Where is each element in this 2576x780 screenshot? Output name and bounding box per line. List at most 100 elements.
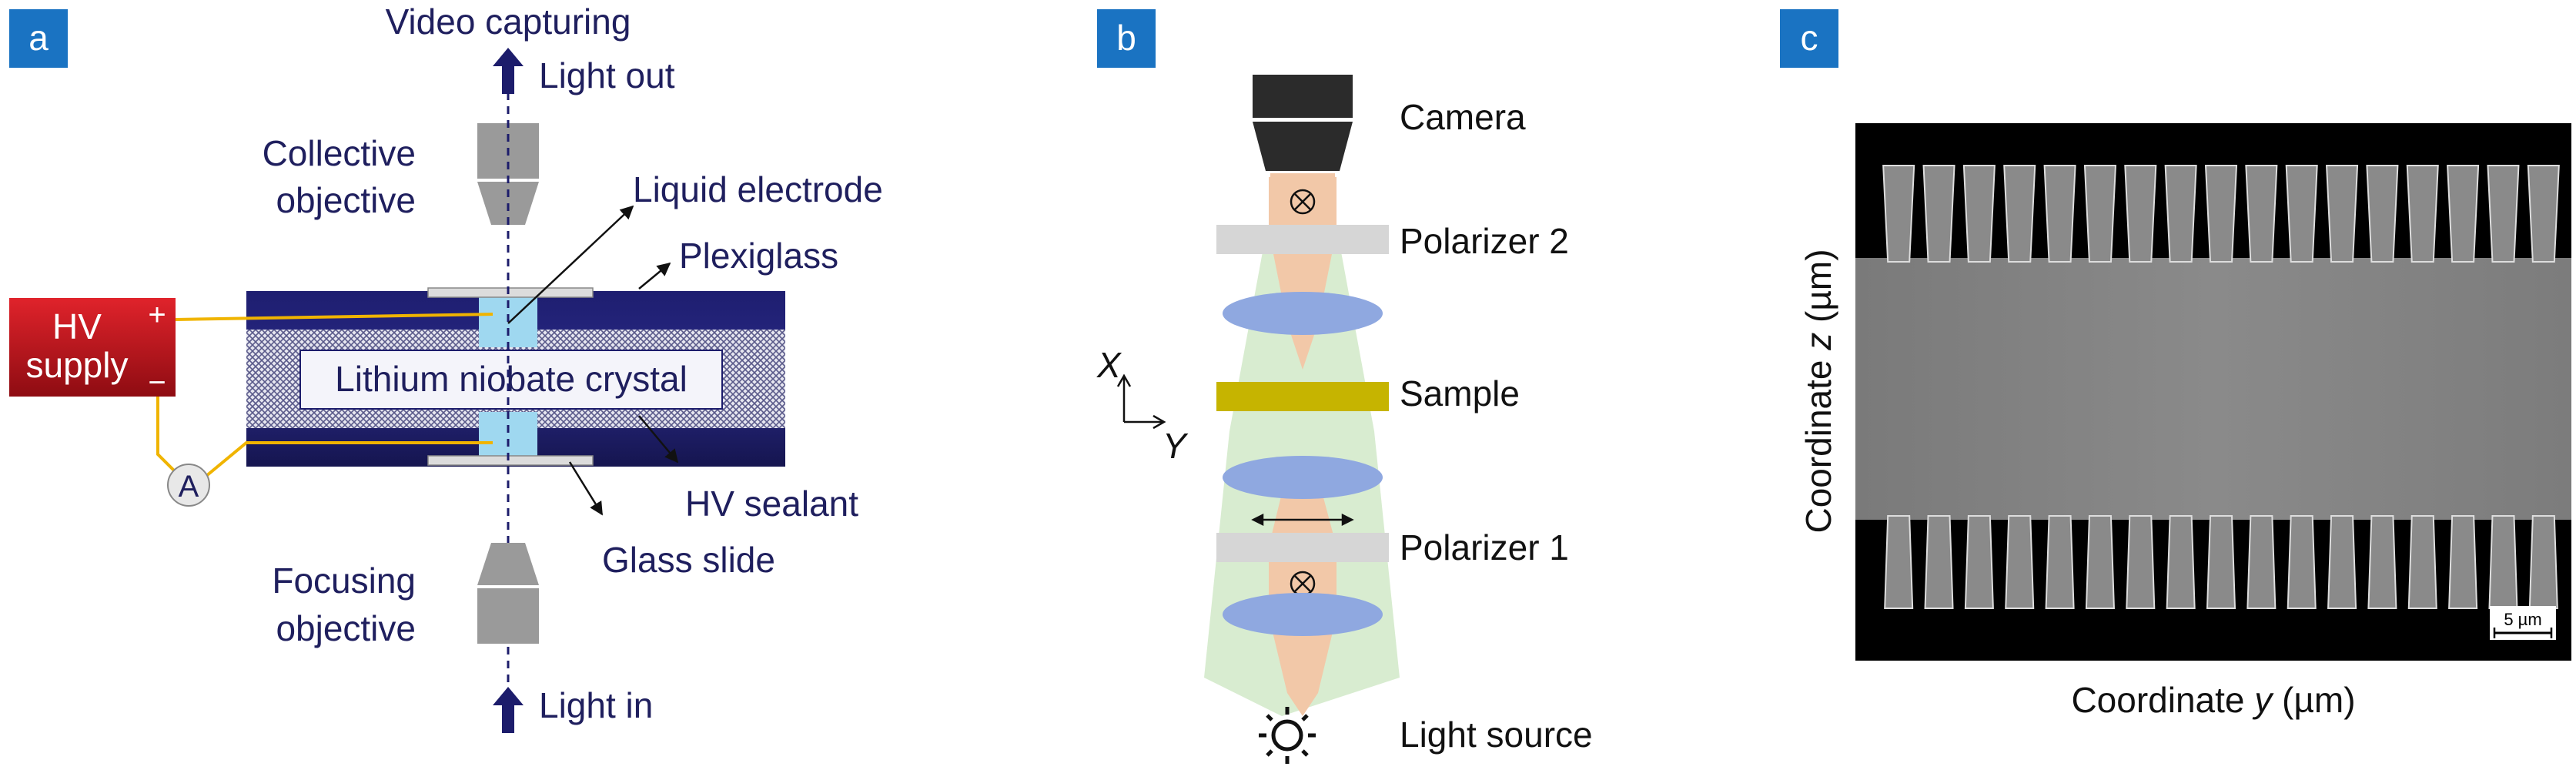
collective-objective-label-2: objective xyxy=(276,180,416,220)
panel-b-tag: b xyxy=(1116,18,1136,58)
domain-tooth-top xyxy=(2285,165,2318,263)
polarizer-2-label: Polarizer 2 xyxy=(1400,221,1569,261)
glass-slide-top xyxy=(427,287,594,298)
domain-teeth xyxy=(1882,165,2560,609)
light-out-arrow xyxy=(493,48,524,94)
video-capturing-label: Video capturing xyxy=(386,2,631,42)
domain-tooth-top xyxy=(2326,165,2359,263)
leader-lines xyxy=(507,205,679,516)
crystal-label: Lithium niobate crystal xyxy=(335,359,687,399)
camera-label: Camera xyxy=(1400,97,1526,137)
light-out-label: Light out xyxy=(539,55,675,95)
ammeter-label: A xyxy=(179,470,199,504)
polarizer-1-label: Polarizer 1 xyxy=(1400,527,1569,567)
sample xyxy=(1216,382,1389,411)
axis-y-label: Y xyxy=(1163,426,1189,466)
domain-tooth-bottom xyxy=(2126,515,2156,609)
hv-plus-sign: + xyxy=(148,298,166,332)
x-axis-label-var: y xyxy=(2252,680,2274,720)
domain-tooth-bottom xyxy=(2327,515,2357,609)
panel-b-tag-box xyxy=(1097,9,1156,68)
hv-supply-box xyxy=(9,298,176,397)
hv-sealant-label: HV sealant xyxy=(685,484,858,524)
domain-tooth-top xyxy=(2003,165,2036,263)
panel-c: c 5 µm Coordinate z (µm) Coordinate y (µ… xyxy=(1780,9,2571,720)
ammeter xyxy=(167,464,210,507)
domain-tooth-top xyxy=(2043,165,2076,263)
domain-tooth-top xyxy=(2083,165,2116,263)
domain-tooth-bottom xyxy=(2407,515,2437,609)
y-axis-label-unit: (µm) xyxy=(1798,249,1838,332)
hv-supply-label-2: supply xyxy=(26,345,129,385)
polarizer-2 xyxy=(1216,225,1389,254)
light-in-label: Light in xyxy=(539,685,653,725)
y-axis-label-var: z xyxy=(1798,333,1838,351)
y-axis-label: Coordinate z (µm) xyxy=(1798,249,1838,533)
domain-tooth-bottom xyxy=(2045,515,2075,609)
scale-bar-label: 5 µm xyxy=(2504,610,2541,629)
panel-a-tag: a xyxy=(28,18,49,58)
polarizer-1-axis-arrow xyxy=(1251,513,1354,527)
domain-tooth-bottom xyxy=(2287,515,2317,609)
light-source-icon xyxy=(1259,707,1316,764)
plexiglass-label: Plexiglass xyxy=(679,236,838,276)
lens-upper xyxy=(1223,292,1383,335)
domain-tooth-top xyxy=(2527,165,2560,263)
domain-tooth-bottom xyxy=(2085,515,2115,609)
polarization-into-page-icon-top xyxy=(1290,189,1316,215)
sample-label: Sample xyxy=(1400,373,1520,413)
domain-tooth-bottom xyxy=(1964,515,1994,609)
collective-objective-label-1: Collective xyxy=(263,133,416,173)
hv-supply-label-1: HV xyxy=(52,306,102,346)
panel-a-tag-box xyxy=(9,9,68,68)
panel-a: a Video capturing Light out Collective o… xyxy=(9,2,883,733)
domain-tooth-bottom xyxy=(2166,515,2196,609)
glass-slide-bottom xyxy=(427,455,594,466)
x-axis-label: Coordinate y (µm) xyxy=(2071,680,2355,720)
domain-tooth-bottom xyxy=(1884,515,1914,609)
hv-minus-sign: − xyxy=(148,366,166,400)
domain-tooth-top xyxy=(2406,165,2439,263)
domain-tooth-bottom xyxy=(2367,515,2397,609)
domain-tooth-top xyxy=(1922,165,1955,263)
domain-tooth-bottom xyxy=(2005,515,2035,609)
domain-tooth-top xyxy=(2245,165,2278,263)
domain-tooth-top xyxy=(2124,165,2157,263)
domain-tooth-bottom xyxy=(1924,515,1954,609)
domain-tooth-bottom xyxy=(2206,515,2236,609)
domain-tooth-top xyxy=(2447,165,2480,263)
wires xyxy=(156,313,493,481)
domain-tooth-bottom xyxy=(2528,515,2558,609)
focusing-objective xyxy=(477,543,539,644)
sem-image: 5 µm xyxy=(1855,123,2571,661)
panel-c-tag: c xyxy=(1801,18,1818,58)
camera-icon xyxy=(1253,75,1353,171)
y-axis-label-prefix: Coordinate xyxy=(1798,350,1838,534)
polarizer-1 xyxy=(1216,533,1389,562)
x-axis-label-prefix: Coordinate xyxy=(2071,680,2254,720)
domain-tooth-bottom xyxy=(2448,515,2478,609)
camera-sensor-area xyxy=(1270,173,1335,227)
glass-slide-label: Glass slide xyxy=(602,540,775,580)
x-axis-label-unit: (µm) xyxy=(2272,680,2355,720)
domain-tooth-top xyxy=(1882,165,1915,263)
liquid-electrode-label: Liquid electrode xyxy=(633,169,883,209)
panel-b: b Camera Polarizer 2 Sample xyxy=(1096,9,1593,764)
axis-x-label: X xyxy=(1096,345,1122,385)
focusing-objective-label-2: objective xyxy=(276,608,416,648)
domain-tooth-top xyxy=(2487,165,2520,263)
domain-tooth-top xyxy=(2366,165,2399,263)
focusing-objective-label-1: Focusing xyxy=(272,561,416,601)
scale-bar xyxy=(2490,606,2556,640)
domain-tooth-top xyxy=(1962,165,1996,263)
lens-lower xyxy=(1223,593,1383,636)
lithium-niobate-crystal xyxy=(299,350,723,410)
domain-tooth-top xyxy=(2164,165,2197,263)
lens-middle xyxy=(1223,456,1383,499)
domain-tooth-bottom xyxy=(2488,515,2518,609)
xy-axis-icon xyxy=(1116,373,1166,430)
domain-tooth-bottom xyxy=(2246,515,2277,609)
domain-tooth-top xyxy=(2204,165,2238,263)
light-in-arrow xyxy=(493,687,524,733)
